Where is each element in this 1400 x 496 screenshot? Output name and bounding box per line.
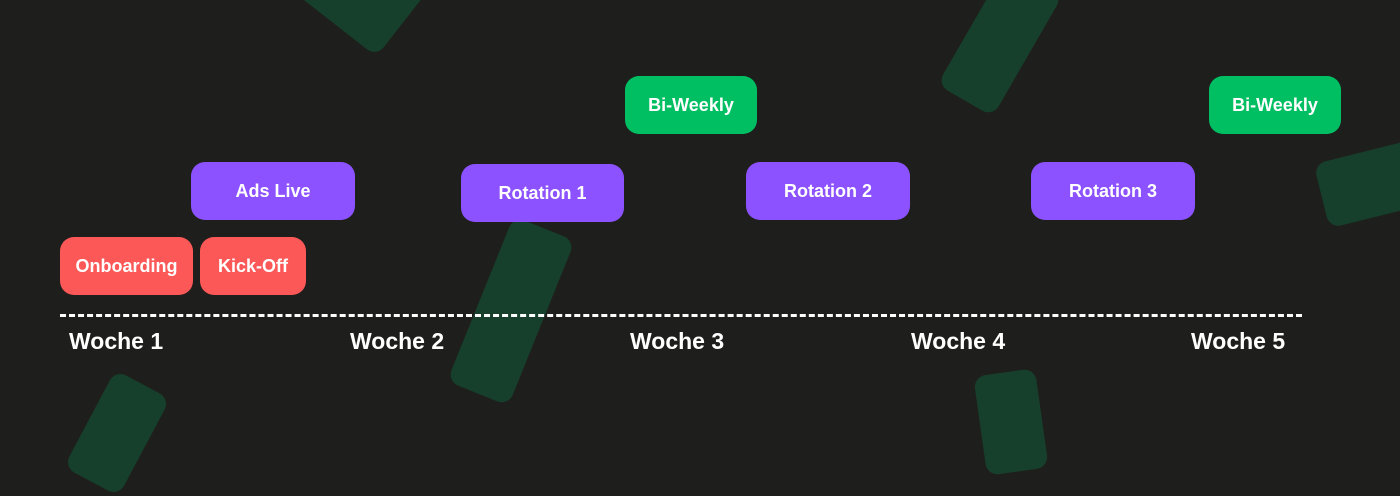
milestone-rotation-2: Rotation 2	[746, 162, 910, 220]
week-label-4: Woche 4	[911, 328, 1006, 354]
milestone-rotation-1: Rotation 1	[461, 164, 624, 222]
decorative-shape	[258, 0, 432, 57]
milestone-bi-weekly-1: Bi-Weekly	[625, 76, 757, 134]
week-label-5: Woche 5	[1191, 328, 1286, 354]
milestone-bi-weekly-2: Bi-Weekly	[1209, 76, 1341, 134]
decorative-shape	[937, 0, 1063, 117]
decorative-shape	[447, 216, 575, 406]
decorative-shape	[973, 368, 1049, 476]
week-label-2: Woche 2	[350, 328, 445, 354]
decorative-shape	[1313, 137, 1400, 229]
week-label-3: Woche 3	[630, 328, 725, 354]
timeline-axis	[60, 314, 1302, 317]
milestone-rotation-3: Rotation 3	[1031, 162, 1195, 220]
decorative-shape	[63, 369, 171, 496]
milestone-onboarding: Onboarding	[60, 237, 193, 295]
milestone-kick-off: Kick-Off	[200, 237, 306, 295]
week-label-1: Woche 1	[69, 328, 164, 354]
milestone-ads-live: Ads Live	[191, 162, 355, 220]
